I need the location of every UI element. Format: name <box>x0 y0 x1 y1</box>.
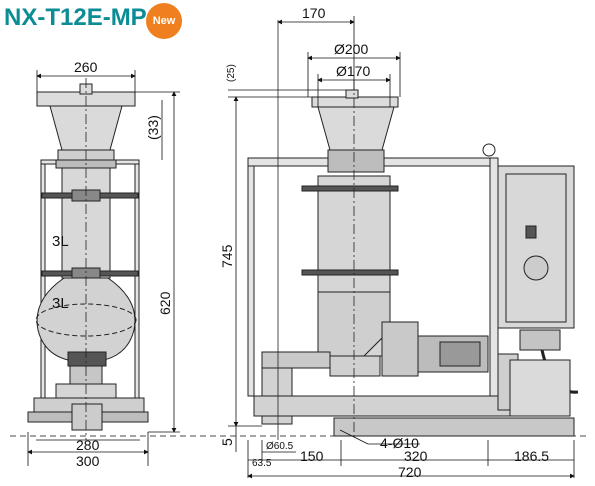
side-dia-170: Ø170 <box>336 63 370 79</box>
side-edge-63: 63.5 <box>252 458 272 469</box>
side-offset-170: 170 <box>302 5 326 21</box>
new-badge: New <box>146 3 182 39</box>
side-offset-25: (25) <box>226 64 237 82</box>
side-dimensions <box>228 16 575 479</box>
front-hopper-height: (33) <box>145 115 161 140</box>
model-title: NX-T12E-MP <box>4 4 147 31</box>
front-top-width: 260 <box>74 59 98 75</box>
side-holes: 4-Ø10 <box>380 435 419 451</box>
front-base-width: 300 <box>76 453 100 469</box>
front-overall-height: 620 <box>157 291 173 315</box>
side-total-length: 720 <box>398 464 422 480</box>
side-dia-200: Ø200 <box>334 41 368 57</box>
side-base-offset: 5 <box>219 438 235 446</box>
front-inner-width: 280 <box>76 437 100 453</box>
side-span-320: 320 <box>404 448 428 464</box>
volume-upper-label: 3L <box>52 233 69 250</box>
side-span-186: 186.5 <box>514 448 549 464</box>
volume-lower-label: 3L <box>52 295 69 312</box>
front-view <box>27 78 149 440</box>
side-dia-pipe: Ø60.5 <box>266 441 294 452</box>
side-view <box>247 20 579 440</box>
side-span-150: 150 <box>300 448 324 464</box>
side-total-height: 745 <box>219 244 235 268</box>
